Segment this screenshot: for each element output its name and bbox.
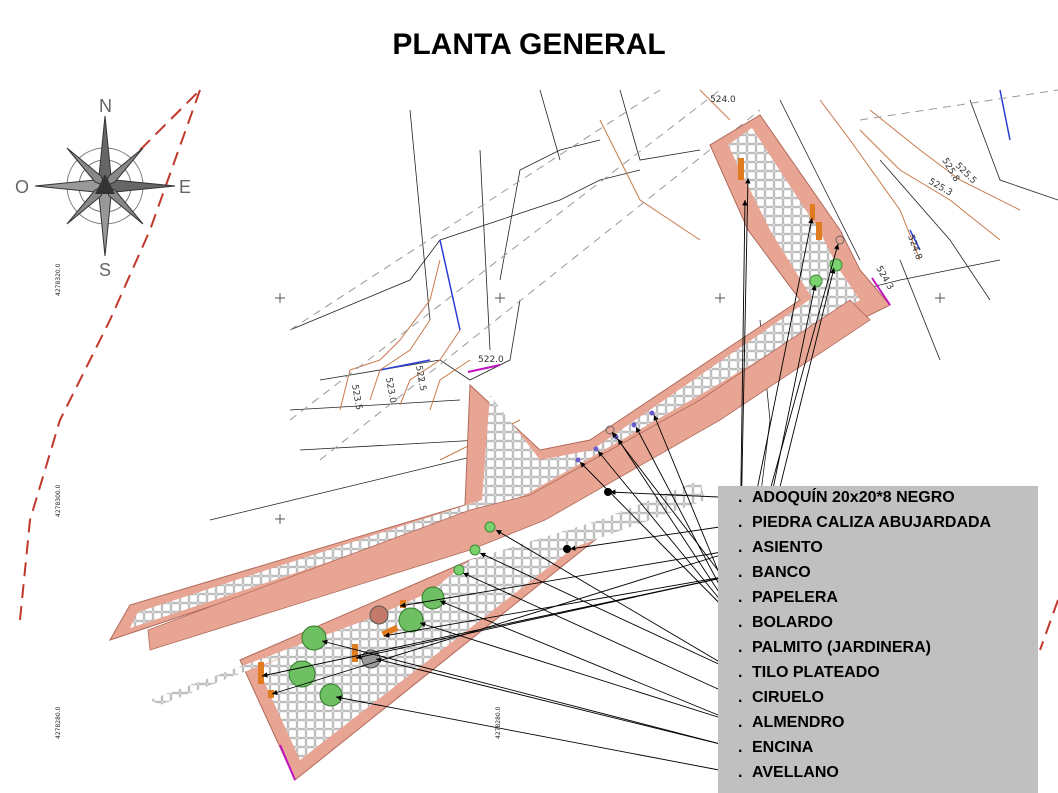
compass-south: S — [99, 260, 111, 280]
tree-5 — [398, 607, 424, 633]
leader-tilo-2 — [479, 552, 741, 675]
legend-label: ALMENDRO — [752, 714, 845, 731]
bollard-4 — [631, 422, 637, 428]
legend-item-avellano: .AVELLANO — [738, 764, 839, 781]
legend-label: ASIENTO — [752, 539, 823, 556]
leader-piedra — [569, 523, 741, 551]
leader-ciruelo — [462, 572, 741, 700]
tree-8 — [288, 660, 316, 688]
paving-cobble-ramp — [130, 128, 860, 628]
contour-label-7: 522.0 — [478, 355, 504, 365]
legend-item-banco: .BANCO — [738, 564, 811, 581]
legend-label: AVELLANO — [752, 764, 839, 781]
legend-label: BANCO — [752, 564, 811, 581]
grid-coord-4: 4278280.0 — [495, 706, 502, 739]
legend-item-adoquin: .ADOQUÍN 20x20*8 NEGRO — [738, 489, 955, 506]
legend-label: PAPELERA — [752, 589, 838, 606]
legend-item-bolardo: .BOLARDO — [738, 614, 833, 631]
bollard-5 — [649, 410, 655, 416]
bollard-1 — [575, 457, 581, 463]
paving-lower-strip — [150, 480, 705, 705]
compass-east: E — [179, 177, 191, 197]
paving-triangle-cobble — [258, 535, 590, 760]
legend-label: ADOQUÍN 20x20*8 NEGRO — [752, 489, 955, 506]
contour-label-6: 524.3 — [873, 265, 895, 292]
legend-label: TILO PLATEADO — [752, 664, 880, 681]
leader-encina-1 — [375, 657, 741, 750]
contour-label-10: 522.5 — [413, 365, 427, 392]
legend-item-palmito: .PALMITO (JARDINERA) — [738, 639, 931, 656]
pit-1 — [835, 235, 845, 245]
pit-2 — [605, 425, 615, 435]
leader-encina-2 — [321, 639, 741, 750]
leader-bolardo-2 — [597, 450, 741, 625]
grid-coord-1: 4278320.0 — [55, 263, 62, 296]
tree-1 — [484, 521, 496, 533]
tree-3 — [453, 564, 465, 576]
legend-item-almendro: .ALMENDRO — [738, 714, 845, 731]
grid-coordinates: 4278320.0 4278300.0 4278280.0 4278280.0 — [55, 263, 502, 739]
grid-coord-2: 4278300.0 — [55, 484, 62, 517]
bench-1 — [738, 158, 744, 180]
compass-west: O — [15, 177, 29, 197]
legend-item-tilo: .TILO PLATEADO — [738, 664, 880, 681]
legend-label: PALMITO (JARDINERA) — [752, 639, 931, 656]
legend-item-asiento: .ASIENTO — [738, 539, 823, 556]
leader-almendro-1 — [439, 600, 741, 725]
tree-12 — [809, 274, 823, 288]
bench-2 — [810, 204, 815, 220]
legend-item-piedra: .PIEDRA CALIZA ABUJARDADA — [738, 514, 992, 531]
legend-label: CIRUELO — [752, 689, 824, 706]
blue-lines — [379, 89, 1011, 371]
leader-almendro-2 — [419, 622, 741, 725]
legend-label: ENCINA — [752, 739, 814, 756]
compass-north: N — [99, 96, 112, 116]
tree-7 — [301, 625, 327, 651]
tree-9 — [319, 683, 343, 707]
leader-banco-5 — [261, 573, 741, 678]
leader-tilo — [495, 529, 741, 675]
marker-dot-2 — [563, 545, 571, 553]
cad-linework — [149, 89, 1058, 621]
bench-3 — [816, 222, 822, 240]
leader-asiento-3 — [271, 548, 741, 695]
dashed-boundaries — [289, 89, 1058, 461]
magenta-edges — [279, 277, 891, 781]
tree-4 — [421, 586, 445, 610]
bench-8 — [268, 690, 274, 698]
bollard-2 — [593, 446, 599, 452]
bench-5 — [258, 662, 264, 684]
contour-label-4: 525.3 — [927, 177, 954, 199]
legend-panel — [718, 486, 1038, 793]
leader-avellano — [335, 695, 741, 775]
tree-2 — [469, 544, 481, 556]
leader-banco-3 — [383, 573, 741, 638]
bench-4 — [352, 644, 358, 662]
leader-asiento-2 — [399, 548, 741, 608]
page-title: PLANTA GENERAL — [392, 28, 666, 61]
leader-bolardo-1 — [579, 461, 741, 625]
contour-label-5: 524.8 — [905, 234, 923, 262]
contour-label-1: 524.0 — [710, 95, 736, 105]
property-line-top — [139, 89, 201, 151]
legend-label: BOLARDO — [752, 614, 833, 631]
grid-coord-3: 4278280.0 — [55, 706, 62, 739]
paving-inner-path — [147, 299, 871, 651]
paving — [108, 114, 891, 781]
legend-item-ciruelo: .CIRUELO — [738, 689, 824, 706]
legend-label: PIEDRA CALIZA ABUJARDADA — [752, 514, 992, 531]
contour-label-8: 523.5 — [349, 384, 363, 411]
contour-label-9: 523.0 — [383, 377, 397, 404]
legend-item-papelera: .PAPELERA — [738, 589, 838, 606]
compass-rose: N S O E — [15, 96, 191, 280]
bench-7 — [400, 600, 406, 608]
property-line-right — [1039, 599, 1058, 651]
tree-6 — [369, 605, 389, 625]
legend-item-encina: .ENCINA — [738, 739, 814, 756]
